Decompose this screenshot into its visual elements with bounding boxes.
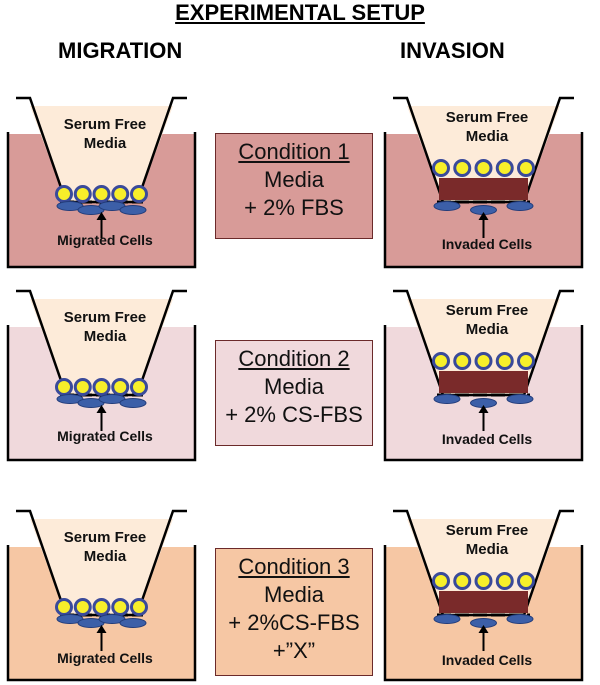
matrigel-layer (439, 371, 528, 393)
well-outline (383, 325, 584, 462)
well-outline (383, 132, 584, 269)
arrow-head (478, 212, 489, 220)
cell (453, 159, 472, 177)
condition-line-1: Media (264, 374, 324, 399)
condition-2-box: Condition 2 Media + 2% CS-FBS (215, 340, 373, 446)
condition-line-1: Media (264, 582, 324, 607)
arrow-head (478, 625, 489, 633)
insert-media (30, 106, 173, 202)
migrated-cell (506, 394, 534, 404)
cell (495, 159, 514, 177)
cell (73, 185, 92, 203)
cell (474, 352, 493, 370)
migration-well-drawing (6, 96, 197, 269)
cell (55, 185, 73, 203)
migrated-cells-label: Migrated Cells (57, 428, 153, 444)
cell (432, 159, 450, 177)
condition-line-2: + 2% CS-FBS (225, 402, 363, 427)
insert-media (30, 299, 173, 395)
condition-line-2: + 2% FBS (244, 195, 344, 220)
invaded-cells-label: Invaded Cells (441, 236, 533, 252)
cell (517, 352, 535, 370)
condition-line-1: Media (264, 167, 324, 192)
condition-line-2: + 2%CS-FBS (228, 610, 360, 635)
cell (73, 378, 92, 396)
condition-title: Condition 3 (238, 554, 350, 579)
cell (130, 378, 148, 396)
migrated-cell (433, 614, 461, 624)
migrated-cell (433, 201, 461, 211)
cell (111, 598, 130, 616)
cell (495, 352, 514, 370)
invaded-cells-label: Invaded Cells (441, 652, 533, 668)
cell (432, 352, 450, 370)
migrated-cell (119, 205, 147, 215)
arrow-head (478, 405, 489, 413)
migration-well-drawing (6, 509, 197, 682)
invasion-well-drawing (383, 96, 584, 269)
migrated-cell (433, 394, 461, 404)
cell (517, 572, 535, 590)
cell (111, 185, 130, 203)
diagram-title: EXPERIMENTAL SETUP (175, 0, 425, 25)
cell (517, 159, 535, 177)
condition-title: Condition 2 (238, 346, 350, 371)
arrow-head (96, 405, 107, 413)
migrated-cell (506, 614, 534, 624)
cell (92, 185, 111, 203)
well-outline (6, 132, 197, 269)
cell (55, 378, 73, 396)
migration-well-drawing (6, 289, 197, 462)
migrated-cells-label: Migrated Cells (57, 650, 153, 666)
migration-column-header: MIGRATION (58, 38, 183, 63)
well-outline (383, 545, 584, 682)
invasion-column-header: INVASION (400, 38, 505, 63)
cell (432, 572, 450, 590)
matrigel-layer (439, 178, 528, 200)
migrated-cells-label: Migrated Cells (57, 232, 153, 248)
well-outline (6, 325, 197, 462)
cell (92, 378, 111, 396)
condition-3-box: Condition 3 Media + 2%CS-FBS +”X” (215, 548, 373, 676)
cell (453, 352, 472, 370)
invasion-well-drawing (383, 289, 584, 462)
condition-1-box: Condition 1 Media + 2% FBS (215, 133, 373, 239)
cell (474, 159, 493, 177)
cell (111, 378, 130, 396)
cell (453, 572, 472, 590)
cell (92, 598, 111, 616)
invasion-well-drawing (383, 509, 584, 682)
migrated-cell (119, 618, 147, 628)
cell (55, 598, 73, 616)
arrow-head (96, 212, 107, 220)
arrow-head (96, 625, 107, 633)
migrated-cell (119, 398, 147, 408)
cell (495, 572, 514, 590)
well-outline (6, 545, 197, 682)
insert-media (30, 519, 173, 615)
cell (130, 598, 148, 616)
cell (73, 598, 92, 616)
condition-line-3: +”X” (272, 638, 316, 663)
migrated-cell (506, 201, 534, 211)
cell (474, 572, 493, 590)
invaded-cells-label: Invaded Cells (441, 431, 533, 447)
matrigel-layer (439, 591, 528, 613)
condition-title: Condition 1 (238, 139, 350, 164)
cell (130, 185, 148, 203)
